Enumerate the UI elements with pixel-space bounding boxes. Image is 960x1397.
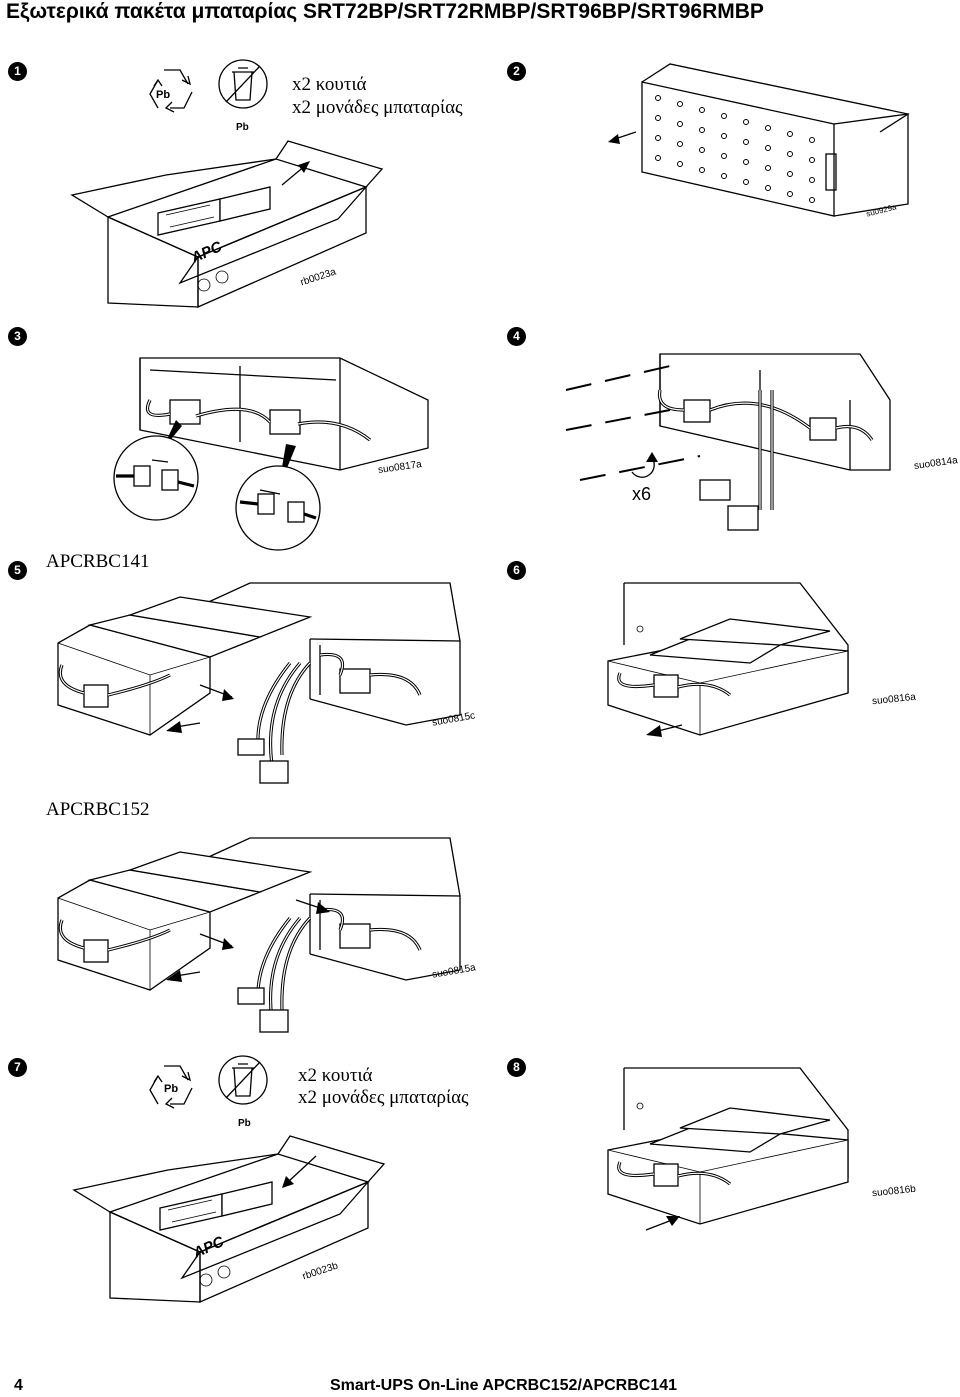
step-2-marker: 2: [507, 62, 526, 81]
units-text-2: x2 μονάδες μπαταρίας: [298, 1087, 469, 1108]
front-bezel-illustration: [608, 63, 910, 217]
apc-logo: APC: [188, 238, 226, 267]
step-7-marker: 7: [8, 1058, 27, 1077]
document-title: Smart-UPS On-Line APCRBC152/APCRBC141: [330, 1377, 678, 1394]
lead-symbol-label: Pb: [236, 122, 249, 133]
model-label-b: APCRBC152: [46, 799, 150, 820]
disconnect-cables-illustration: [113, 357, 429, 551]
page-number: 4: [14, 1377, 23, 1394]
recycle-icon-2: Pb: [149, 1065, 193, 1109]
step-3-marker: 3: [8, 327, 27, 346]
lead-symbol-text-2: Pb: [164, 1083, 178, 1095]
page-title: Εξωτερικά πακέτα μπαταρίας SRT72BP/SRT72…: [6, 0, 764, 23]
slide-battery-illustration: [607, 582, 849, 737]
step-8-marker: 8: [507, 1058, 526, 1077]
lead-symbol-text: Pb: [156, 89, 170, 101]
units-text: x2 μονάδες μπαταρίας: [292, 97, 463, 118]
crossed-bin-icon: [218, 59, 268, 109]
step-1-marker: 1: [8, 62, 27, 81]
insert-new-battery-illustration: [607, 1067, 849, 1231]
shipping-box-illustration: APC: [70, 140, 384, 308]
step-5-marker: 5: [8, 561, 27, 580]
model-label-a: APCRBC141: [46, 551, 150, 572]
crossed-bin-icon-2: [218, 1055, 268, 1105]
pull-out-battery-apcrbc141-illustration: [57, 582, 461, 784]
shipping-box-illustration-2: APC: [72, 1135, 386, 1303]
lead-symbol-label-2: Pb: [238, 1118, 251, 1129]
step-4-marker: 4: [507, 327, 526, 346]
step-6-marker: 6: [507, 561, 526, 580]
apc-logo-2: APC: [190, 1233, 228, 1262]
remove-screws-illustration: [565, 353, 891, 531]
boxes-text-2: x2 κουτιά: [298, 1065, 373, 1086]
screw-count: x6: [632, 484, 652, 504]
boxes-text: x2 κουτιά: [292, 74, 367, 95]
recycle-icon: Pb: [149, 69, 193, 113]
pull-out-battery-apcrbc152-illustration: [57, 837, 461, 1033]
